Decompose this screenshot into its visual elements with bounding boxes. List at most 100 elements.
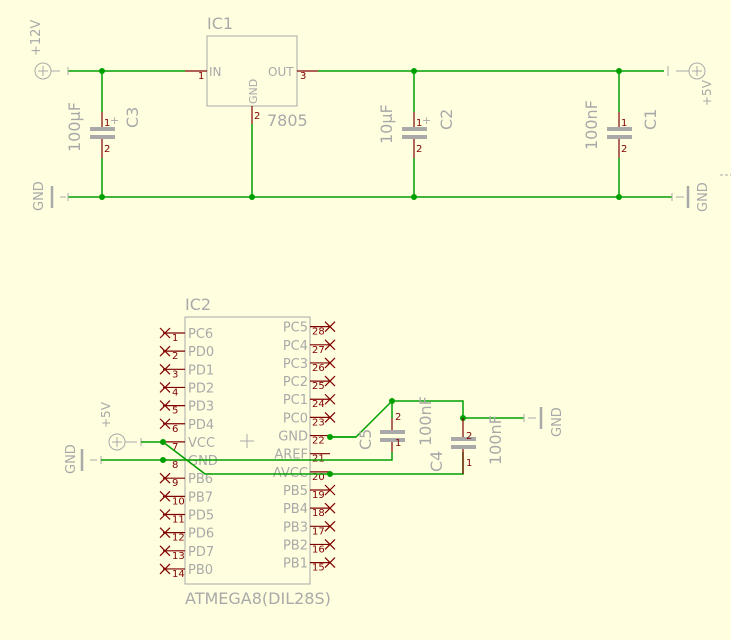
gnd-symbol-right[interactable]: GND (671, 182, 711, 212)
no-connect-icon (324, 411, 336, 423)
pin-label: PC6 (188, 327, 213, 342)
junction (616, 68, 622, 74)
no-connect-icon (324, 321, 336, 333)
pin-number: 23 (312, 417, 325, 428)
pin-number: 18 (312, 508, 325, 519)
pin-label: PD5 (188, 509, 214, 524)
no-connect-icon (159, 400, 171, 412)
capacitor-c4[interactable]: 2 1 C4 100nF (427, 415, 505, 474)
pin-number: 14 (172, 569, 185, 580)
pin-number: 9 (172, 478, 178, 489)
ic1-pin-num-gnd: 2 (254, 111, 260, 122)
c1-pin1: 1 (621, 118, 627, 129)
pin-number: 11 (172, 515, 185, 526)
c4-pin1: 1 (466, 458, 472, 469)
junction (160, 457, 166, 463)
c1-pin2: 2 (621, 144, 627, 155)
ic1-value: 7805 (267, 111, 308, 130)
junction (389, 398, 395, 404)
no-connect-icon (324, 502, 336, 514)
c3-pin1: 1 (104, 118, 110, 129)
no-connect-icon (159, 382, 171, 393)
capacitor-c1[interactable]: 1 2 C1 100nF (582, 100, 660, 158)
ic2-value: ATMEGA8(DIL28S) (185, 589, 331, 608)
pin-number: 13 (172, 551, 185, 562)
pin-number: 25 (312, 381, 325, 392)
pin-number: 10 (172, 496, 185, 507)
no-connect-icon (159, 472, 171, 484)
pin-number: 8 (172, 460, 178, 471)
pin-label: GND (188, 454, 218, 469)
supply-12v-label: +12V (29, 20, 44, 56)
c1-name: C1 (641, 109, 660, 130)
junction (411, 194, 417, 200)
no-connect-icon (324, 484, 336, 496)
pin-number: 3 (172, 369, 178, 380)
c4-name: C4 (427, 451, 446, 472)
capacitor-c3[interactable]: 1 2 + C3 100µF (65, 102, 142, 158)
c5-value: 100nF (416, 396, 435, 446)
supply-5v-right-label: +5V (700, 79, 714, 106)
no-connect-icon (159, 509, 171, 520)
ic1-pin-in-label: IN (209, 65, 222, 79)
gnd-symbol-mcu[interactable]: GND (64, 444, 102, 474)
pin-number: 17 (312, 526, 325, 537)
ic2-name: IC2 (185, 295, 211, 314)
wire-gnd-to-aref (163, 452, 393, 461)
pin-label: PD6 (188, 527, 214, 542)
pin-number: 20 (312, 472, 325, 483)
capacitor-c5[interactable]: 2 1 C5 100nF (356, 396, 435, 452)
ic1-pin-out-label: OUT (268, 65, 294, 79)
junction (411, 68, 417, 74)
no-connect-icon (159, 327, 171, 339)
gnd-symbol-c4[interactable]: GND (523, 407, 565, 437)
ic2-body[interactable] (184, 316, 311, 585)
ic1-regulator[interactable]: IC1 7805 IN OUT GND 1 3 2 (185, 14, 318, 130)
supply-5v-mcu[interactable]: +5V (99, 401, 142, 451)
c5-pin1: 1 (395, 438, 401, 449)
supply-12v[interactable]: +12V (29, 20, 69, 80)
pin-label: PC4 (283, 339, 308, 354)
c5-pin2: 2 (395, 412, 401, 423)
pin-number: 19 (312, 490, 325, 501)
gnd-symbol-left[interactable]: GND (32, 181, 69, 211)
pin-label: PC5 (283, 321, 308, 336)
pin-number: 7 (172, 442, 178, 453)
supply-5v-right[interactable]: +5V (667, 62, 714, 106)
c2-pin2: 2 (416, 144, 422, 155)
pin-number: 2 (172, 351, 178, 362)
pin-label: PB2 (283, 538, 308, 553)
pin-label: AREF (274, 448, 308, 463)
regulator-section: +12V GND IC1 7805 IN OUT GND 1 3 2 (29, 14, 731, 212)
capacitor-c2[interactable]: 1 2 + C2 10µF (377, 104, 456, 158)
